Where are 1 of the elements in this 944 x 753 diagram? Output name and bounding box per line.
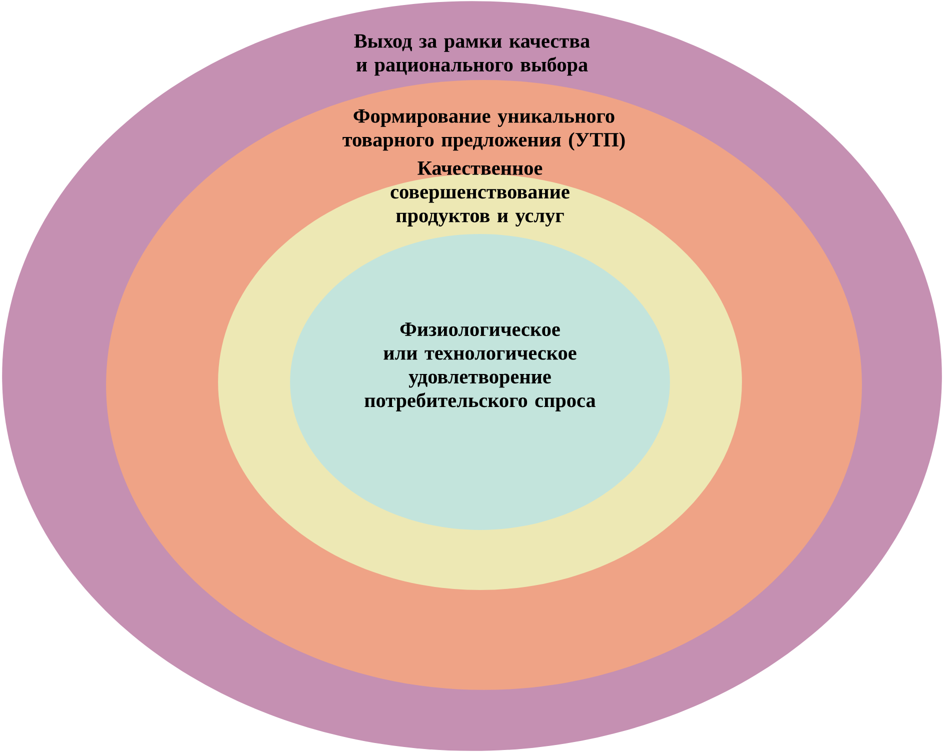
node-label: Качественное	[418, 161, 542, 175]
